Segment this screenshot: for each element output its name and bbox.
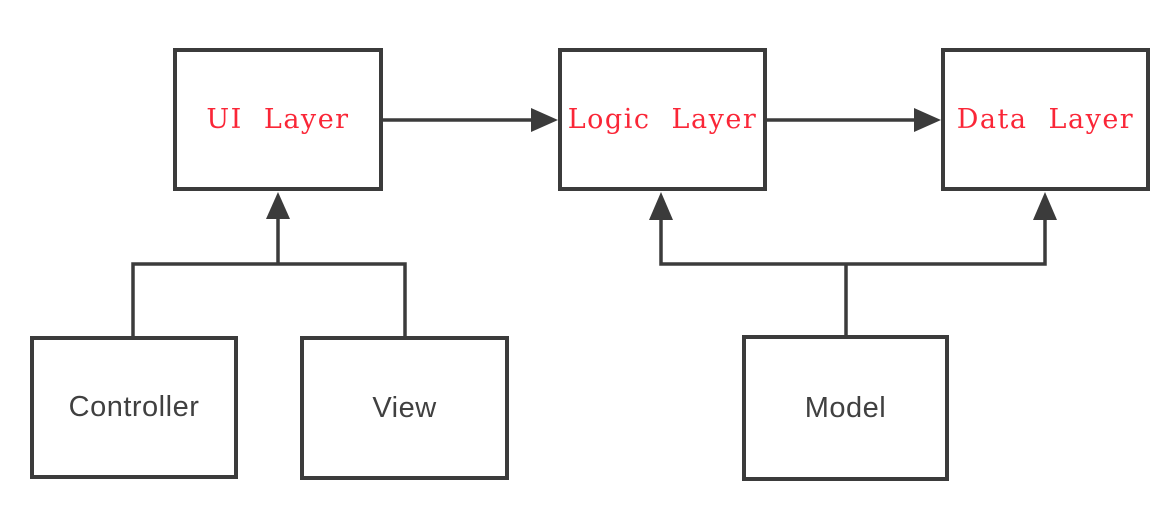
- node-view: View: [300, 336, 509, 480]
- edge-logic-to-data: [767, 108, 941, 132]
- arrowhead-up-icon: [1033, 192, 1057, 220]
- node-ui-layer: UI Layer: [173, 48, 383, 191]
- arrowhead-right-icon: [914, 108, 941, 132]
- node-ui-layer-label: UI Layer: [206, 104, 350, 135]
- node-model-label: Model: [804, 391, 887, 424]
- node-view-label: View: [372, 391, 437, 424]
- node-data-layer: Data Layer: [941, 48, 1150, 191]
- edge-controller-view-to-ui: [131, 192, 407, 336]
- node-controller: Controller: [30, 336, 238, 479]
- edge-model-to-logic-and-data: [649, 192, 1057, 335]
- node-model: Model: [742, 335, 949, 481]
- node-controller-label: Controller: [68, 391, 200, 423]
- edge-ui-to-logic: [383, 108, 558, 132]
- node-logic-layer-label: Logic Layer: [567, 104, 758, 135]
- arrowhead-up-icon: [266, 192, 290, 219]
- arrowhead-right-icon: [531, 108, 558, 132]
- node-data-layer-label: Data Layer: [956, 104, 1135, 135]
- arrowhead-up-icon: [649, 192, 673, 220]
- node-logic-layer: Logic Layer: [558, 48, 767, 191]
